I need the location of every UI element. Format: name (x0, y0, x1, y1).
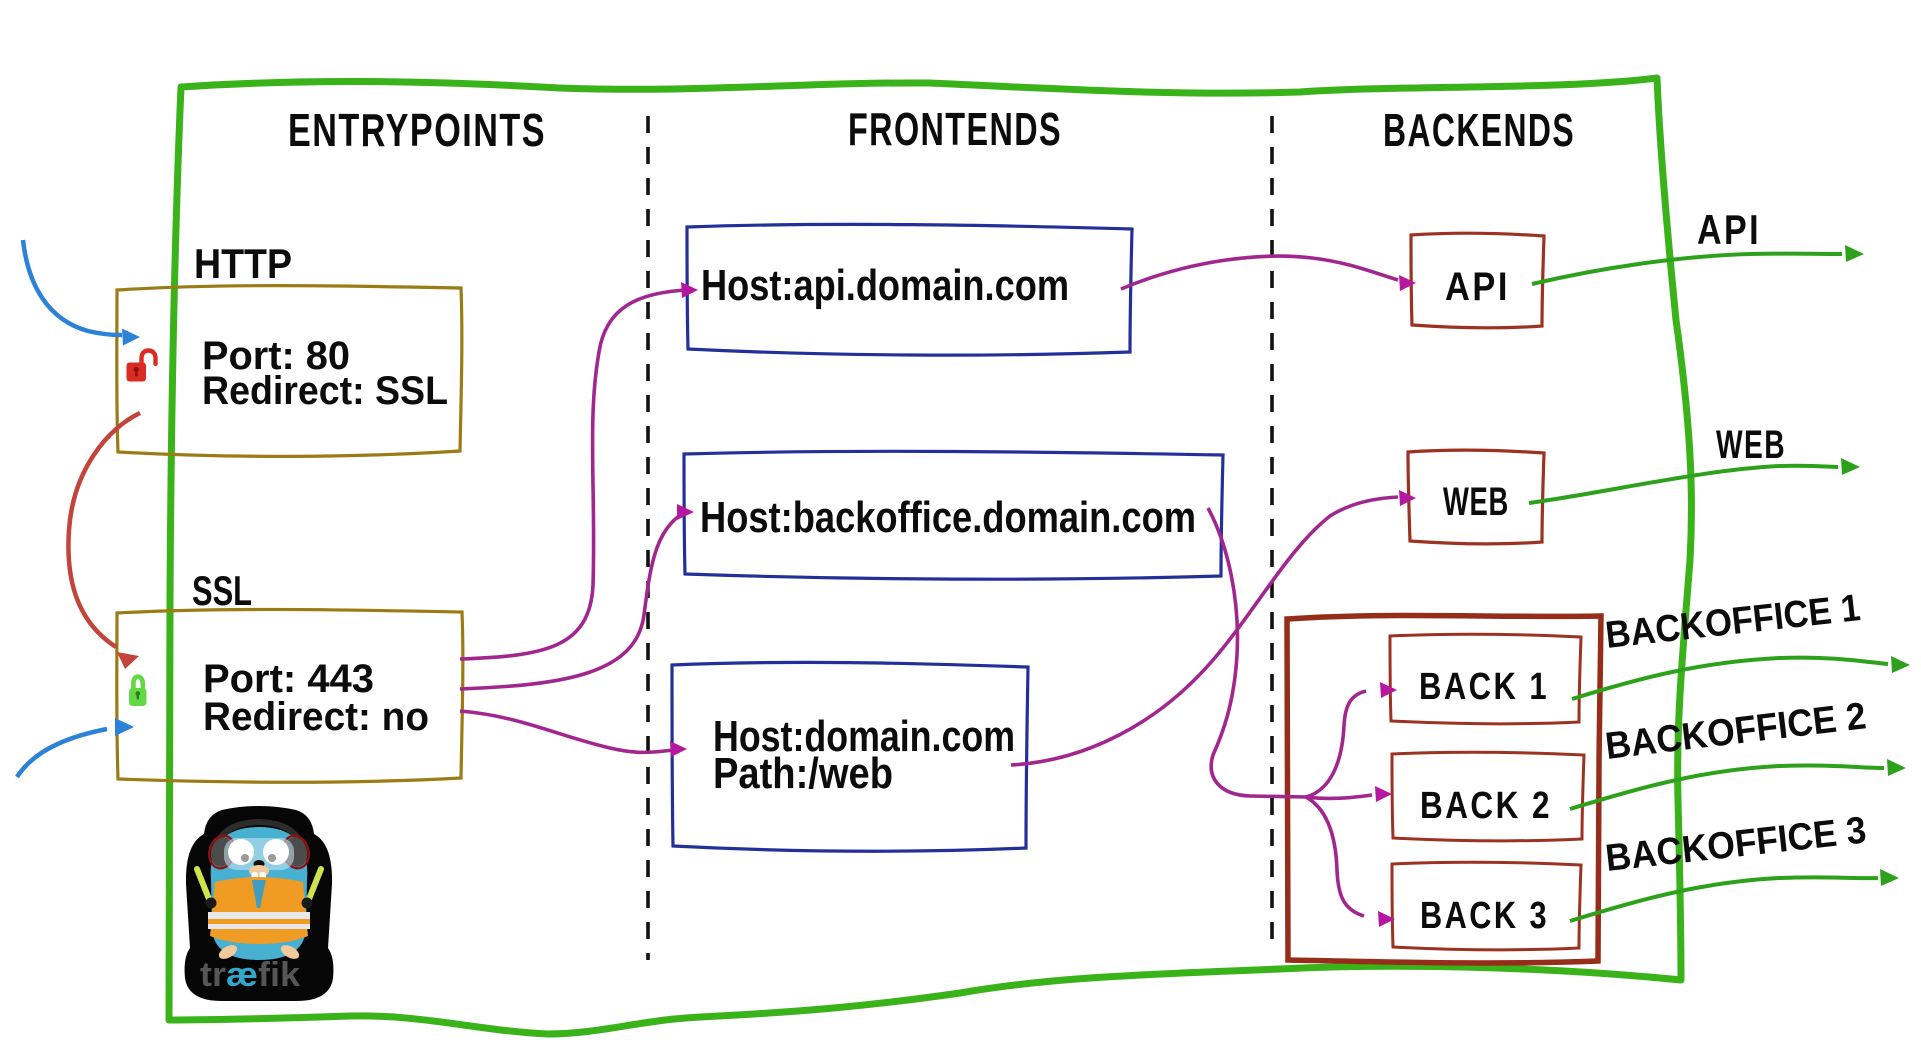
svg-text:Port: 443: Port: 443 (203, 657, 374, 701)
svg-text:Host:backoffice.domain.com: Host:backoffice.domain.com (700, 493, 1196, 542)
svg-text:BACK 3: BACK 3 (1420, 895, 1549, 937)
svg-text:Host:domain.com: Host:domain.com (713, 712, 1015, 761)
svg-text:Redirect: SSL: Redirect: SSL (202, 369, 448, 413)
svg-text:BACK 2: BACK 2 (1420, 785, 1552, 827)
svg-text:Port: 80: Port: 80 (202, 334, 350, 378)
svg-text:SSL: SSL (192, 567, 252, 614)
svg-text:BACKENDS: BACKENDS (1383, 104, 1575, 156)
svg-text:WEB: WEB (1443, 480, 1509, 524)
svg-text:HTTP: HTTP (194, 240, 292, 287)
svg-text:API: API (1445, 265, 1510, 309)
svg-text:Path:/web: Path:/web (713, 749, 893, 798)
svg-text:ENTRYPOINTS: ENTRYPOINTS (288, 104, 546, 156)
svg-text:API: API (1697, 206, 1761, 253)
svg-text:Redirect: no: Redirect: no (203, 695, 429, 739)
svg-text:træfik: træfik (200, 956, 300, 994)
svg-text:FRONTENDS: FRONTENDS (848, 103, 1062, 155)
svg-text:WEB: WEB (1716, 423, 1786, 467)
svg-text:Host:api.domain.com: Host:api.domain.com (701, 261, 1069, 310)
svg-text:BACK 1: BACK 1 (1419, 666, 1549, 708)
